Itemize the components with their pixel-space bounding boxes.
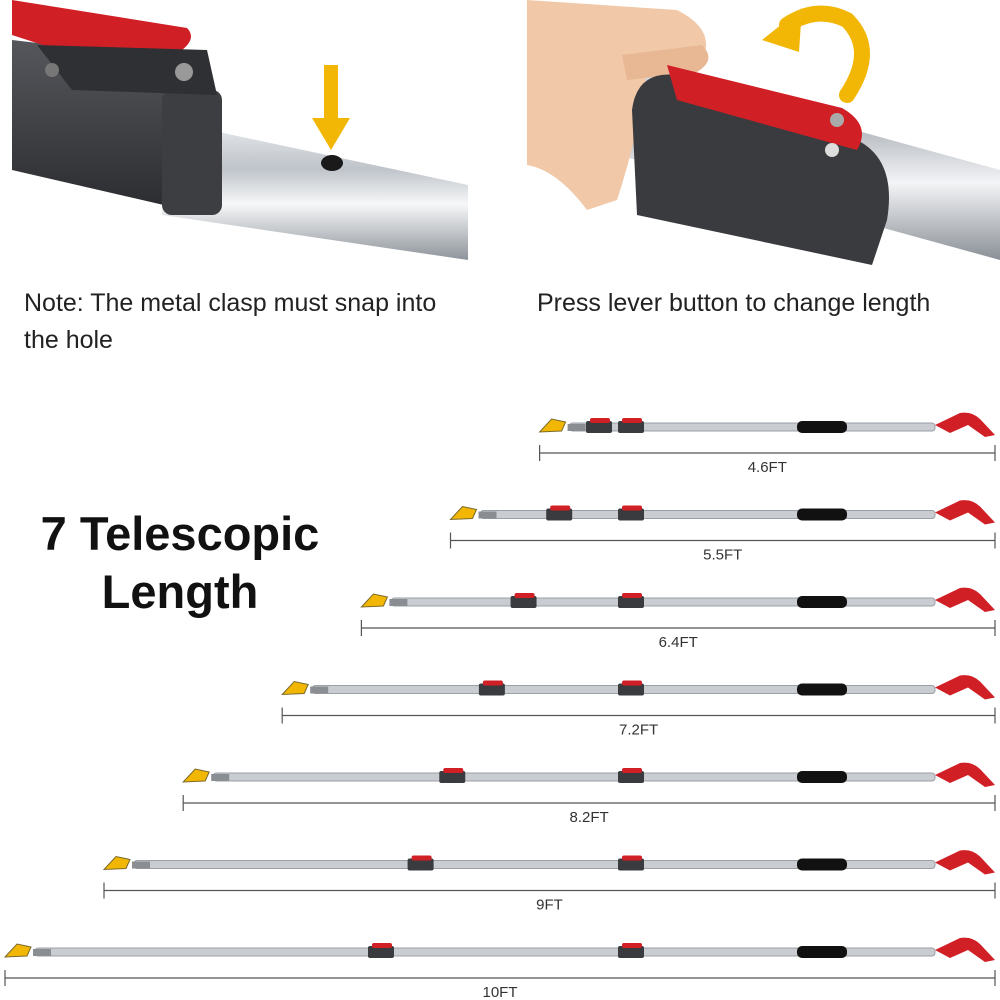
pruner-head-icon	[282, 682, 308, 695]
trigger-handle	[935, 763, 995, 787]
pruner-head-icon	[361, 594, 387, 607]
red-lever	[412, 856, 432, 861]
foam-grip	[797, 859, 847, 871]
pruner-head-icon	[540, 419, 566, 432]
red-lever	[622, 418, 642, 423]
red-lever	[590, 418, 610, 423]
red-lever	[622, 768, 642, 773]
foam-grip	[797, 596, 847, 608]
red-lever	[483, 681, 503, 686]
head-connector	[310, 687, 328, 694]
head-connector	[33, 949, 51, 956]
red-lever	[443, 768, 463, 773]
red-lever	[622, 943, 642, 948]
head-connector	[211, 774, 229, 781]
red-lever	[515, 593, 535, 598]
red-lever	[622, 681, 642, 686]
red-lever	[622, 506, 642, 511]
trigger-handle	[935, 938, 995, 962]
red-lever	[622, 856, 642, 861]
foam-grip	[797, 509, 847, 521]
pruner-head-icon	[183, 769, 209, 782]
foam-grip	[797, 946, 847, 958]
length-label: 7.2FT	[619, 722, 658, 739]
head-connector	[389, 599, 407, 606]
length-label: 10FT	[482, 984, 517, 1000]
trigger-handle	[935, 850, 995, 874]
length-label: 6.4FT	[659, 634, 698, 651]
head-connector	[568, 424, 586, 431]
foam-grip	[797, 421, 847, 433]
foam-grip	[797, 684, 847, 696]
length-label: 5.5FT	[703, 547, 742, 564]
pruner-head-icon	[104, 857, 130, 870]
trigger-handle	[935, 588, 995, 612]
length-label: 4.6FT	[748, 459, 787, 476]
red-lever	[622, 593, 642, 598]
head-connector	[132, 862, 150, 869]
foam-grip	[797, 771, 847, 783]
pruner-head-icon	[5, 944, 31, 957]
trigger-handle	[935, 675, 995, 699]
trigger-handle	[935, 500, 995, 524]
length-label: 9FT	[536, 897, 563, 914]
pole-tube	[391, 598, 935, 606]
red-lever	[372, 943, 392, 948]
pruner-head-icon	[451, 507, 477, 520]
head-connector	[479, 512, 497, 519]
red-lever	[550, 506, 570, 511]
length-label: 8.2FT	[570, 809, 609, 826]
trigger-handle	[935, 413, 995, 437]
